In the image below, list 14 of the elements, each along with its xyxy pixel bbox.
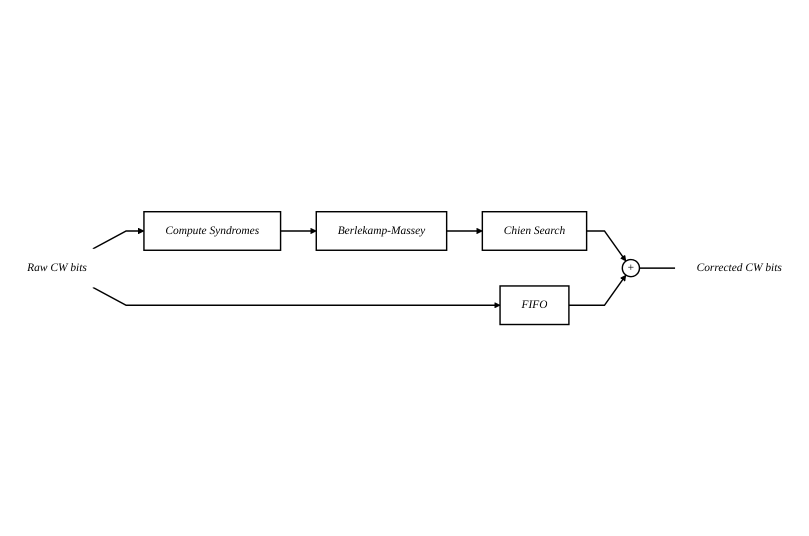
node-box: FIFO xyxy=(499,285,570,326)
node-box: Compute Syndromes xyxy=(143,210,282,251)
arrow xyxy=(586,230,626,262)
node-box: Chien Search xyxy=(482,210,588,251)
connector xyxy=(639,267,676,269)
node-box: Berlekamp-Massey xyxy=(316,210,448,251)
node-circle: + xyxy=(622,258,640,278)
arrow xyxy=(280,228,317,234)
node-text: Corrected CW bits xyxy=(696,262,782,274)
node-text: Raw CW bits xyxy=(27,262,87,274)
arrow xyxy=(568,274,626,306)
arrow xyxy=(92,286,500,308)
arrow xyxy=(446,228,483,234)
arrow xyxy=(92,228,144,250)
